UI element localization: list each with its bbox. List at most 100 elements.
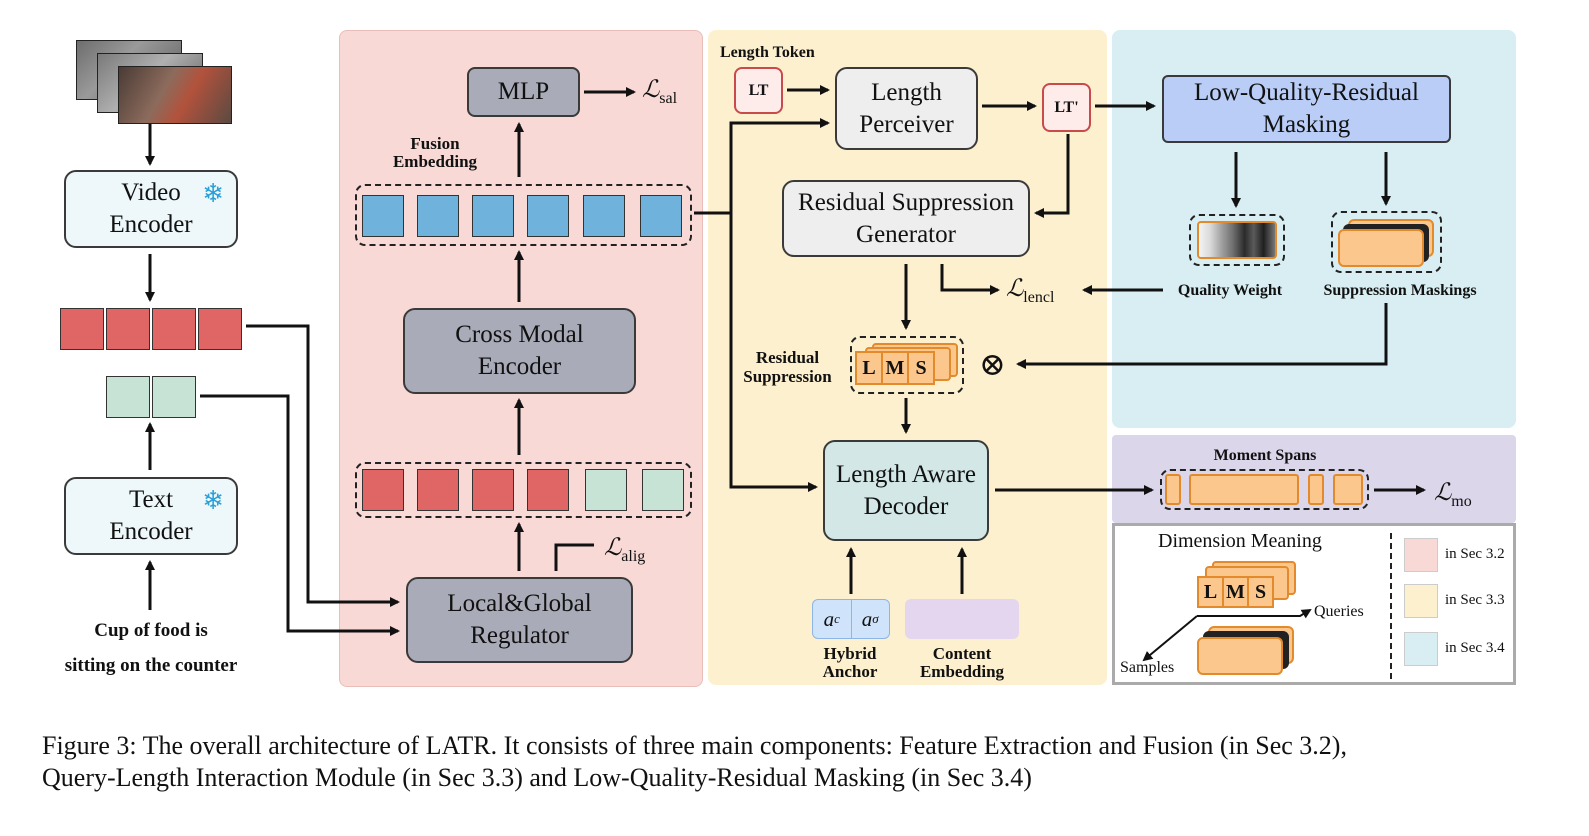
text-token [152, 376, 196, 418]
residual-suppression-label-2: Suppression [743, 367, 832, 386]
video-token [60, 308, 104, 350]
caption-line-2: Query-Length Interaction Module (in Sec … [42, 763, 1032, 792]
fusion-token [527, 195, 569, 237]
fusion-embedding-label-2: Embedding [392, 152, 478, 171]
legend-swatch-sec-3-3 [1404, 584, 1438, 618]
text-token [642, 469, 684, 511]
loss-mo: ℒmo [1434, 478, 1472, 511]
length-aware-decoder: Length Aware Decoder [823, 440, 989, 541]
content-embedding-label-1: Content [932, 644, 992, 663]
length-perceiver: Length Perceiver [835, 67, 978, 150]
fusion-token [362, 195, 404, 237]
moment-span [1165, 474, 1181, 505]
arrow [1016, 303, 1388, 369]
fusion-token [640, 195, 682, 237]
lms-s: S [907, 351, 935, 385]
content-embedding [905, 599, 1019, 639]
lt-prime-label: LT' [1054, 98, 1079, 116]
legend-swatch-sec-3-2 [1404, 538, 1438, 572]
loss-alig-symbol: ℒ [604, 535, 622, 561]
length-perceiver-label-2: Perceiver [859, 110, 954, 138]
video-token [106, 308, 150, 350]
snowflake-icon: ❄ [202, 486, 224, 515]
fusion-token [472, 195, 514, 237]
anchor-c-sub: c [834, 611, 840, 626]
length-token-label: Length Token [720, 44, 815, 61]
arrow [729, 213, 818, 492]
content-embedding-label-2: Embedding [919, 662, 1005, 681]
length-perceiver-label-1: Length [871, 78, 942, 106]
video-encoder-label: Video Encoder [109, 179, 193, 238]
query-text-line-1: Cup of food is [94, 620, 208, 641]
legend-swatch-sec-3-4 [1404, 632, 1438, 666]
lt-label: LT [748, 81, 769, 99]
fusion-embedding-label-1: Fusion [410, 134, 460, 153]
arrow [246, 324, 400, 607]
legend-item-sec-3-2: in Sec 3.2 [1445, 546, 1505, 562]
residual-suppression-generator: Residual Suppression Generator [782, 180, 1030, 257]
quality-weight-group [1189, 214, 1285, 266]
low-quality-residual-masking: Low-Quality-Residual Masking [1162, 75, 1451, 143]
loss-alig: ℒalig [604, 533, 645, 566]
hybrid-anchor-label-1: Hybrid [823, 644, 877, 663]
quality-weight-bar [1197, 221, 1277, 259]
legend-sample-layer [1197, 637, 1283, 675]
text-token [106, 376, 150, 418]
mlp-label: MLP [497, 78, 550, 105]
anchor-c-symbol: a [823, 606, 835, 631]
loss-alig-sub: alig [621, 547, 646, 565]
text-encoder-label: Text Encoder [109, 486, 193, 545]
legend-lms-s: S [1247, 576, 1274, 608]
concat-token-group [355, 462, 692, 518]
loss-lencl: ℒlencl [1006, 274, 1054, 307]
video-token [417, 469, 459, 511]
loss-lencl-symbol: ℒ [1006, 276, 1024, 302]
legend-divider [1390, 533, 1392, 679]
moment-span [1189, 474, 1299, 505]
regulator-label-1: Local&Global [447, 590, 592, 617]
loss-mo-sub: mo [1451, 492, 1472, 510]
legend-item-sec-3-4: in Sec 3.4 [1445, 640, 1505, 656]
moment-spans-label: Moment Spans [1213, 447, 1317, 464]
legend-samples: Samples [1120, 659, 1175, 676]
suppression-maskings-group [1331, 211, 1442, 273]
masking-label-1: Low-Quality-Residual [1194, 79, 1419, 106]
suppression-mask-layer [1338, 229, 1424, 267]
arrow [554, 543, 594, 571]
lms-group [850, 336, 964, 394]
suppression-maskings-label: Suppression Maskings [1323, 282, 1477, 299]
video-token [198, 308, 242, 350]
decoder-label-1: Length Aware [835, 460, 976, 488]
loss-mo-symbol: ℒ [1434, 480, 1452, 506]
lms-l: L [855, 351, 883, 385]
hybrid-anchor-label-2: Anchor [822, 662, 878, 681]
arrow [1197, 608, 1312, 619]
lt-token: LT [734, 67, 783, 114]
loss-sal-symbol: ℒ [642, 77, 660, 103]
masking-label-2: Masking [1262, 111, 1351, 138]
arrow [1142, 615, 1198, 662]
video-token [362, 469, 404, 511]
arrow [200, 394, 400, 636]
cross-modal-label-2: Encoder [477, 353, 562, 380]
fusion-token [417, 195, 459, 237]
residual-generator-label-2: Generator [856, 220, 956, 248]
mlp-box: MLP [467, 67, 580, 117]
legend-lms-l: L [1197, 576, 1224, 608]
arrow [694, 118, 830, 215]
moment-span [1333, 474, 1363, 505]
loss-lencl-sub: lencl [1023, 288, 1055, 306]
video-encoder: Video Encoder ❄ [64, 170, 238, 248]
moment-span [1308, 474, 1324, 505]
snowflake-icon: ❄ [202, 179, 224, 208]
local-global-regulator: Local&Global Regulator [406, 577, 633, 663]
caption-line-1: Figure 3: The overall architecture of LA… [42, 731, 1347, 760]
legend-title: Dimension Meaning [1158, 530, 1322, 552]
legend-box [1112, 523, 1516, 685]
legend-queries: Queries [1314, 603, 1364, 620]
moment-spans-group [1160, 469, 1369, 510]
regulator-label-2: Regulator [470, 622, 569, 649]
